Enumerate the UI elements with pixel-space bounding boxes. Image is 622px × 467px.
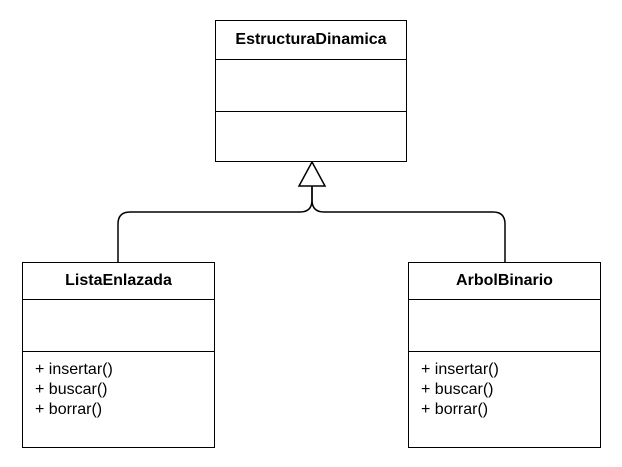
methods-compartment: + insertar() + buscar() + borrar(): [409, 352, 600, 420]
class-lista-enlazada[interactable]: ListaEnlazada + insertar() + buscar() + …: [22, 262, 215, 448]
methods-compartment: + insertar() + buscar() + borrar(): [23, 352, 214, 420]
method-borrar: + borrar(): [35, 401, 103, 418]
class-name: EstructuraDinamica: [216, 21, 406, 60]
method-borrar: + borrar(): [421, 401, 489, 418]
class-name: ListaEnlazada: [23, 263, 214, 300]
connector-right: [311, 186, 506, 262]
connector-left: [117, 186, 313, 262]
attributes-compartment: [23, 300, 214, 352]
attributes-compartment: [409, 300, 600, 352]
class-arbol-binario[interactable]: ArbolBinario + insertar() + buscar() + b…: [408, 262, 601, 448]
method-buscar: + buscar(): [421, 381, 494, 398]
class-estructura-dinamica[interactable]: EstructuraDinamica: [215, 20, 407, 162]
method-buscar: + buscar(): [35, 381, 108, 398]
class-name: ArbolBinario: [409, 263, 600, 300]
method-insertar: + insertar(): [35, 361, 113, 378]
attributes-compartment: [216, 60, 406, 112]
generalization-arrowhead: [297, 160, 327, 187]
method-insertar: + insertar(): [421, 361, 499, 378]
methods-compartment: [216, 112, 406, 120]
